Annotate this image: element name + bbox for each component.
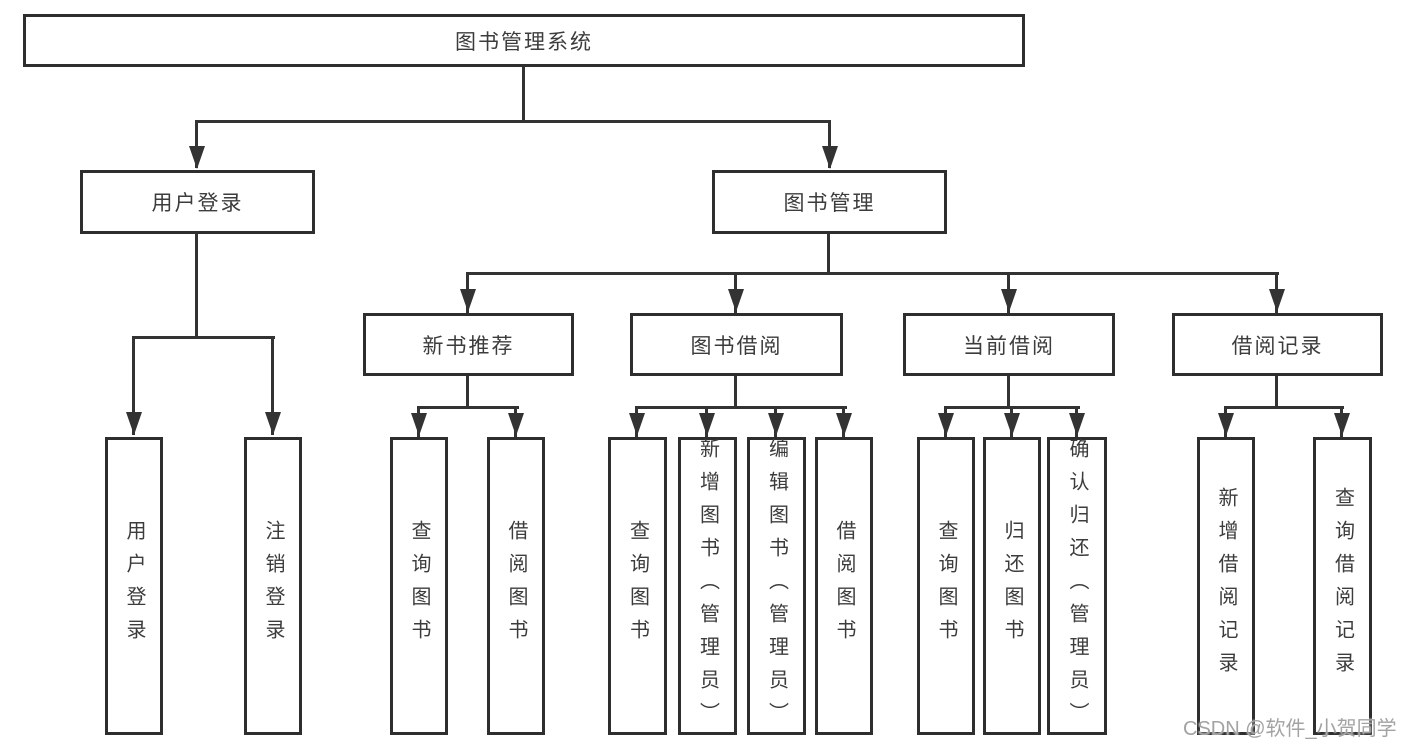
- arrowhead-nb-leaf2: [508, 413, 524, 436]
- leaf-edit-books-admin-label: 编辑图书（管理员）: [765, 437, 788, 735]
- leaf-user-login: 用户登录: [105, 437, 163, 735]
- node-book-borrowing-label: 图书借阅: [690, 334, 783, 358]
- leaf-return-books: 归还图书: [983, 437, 1041, 735]
- node-book-borrowing: 图书借阅: [630, 313, 843, 376]
- connector-root-split: [195, 120, 831, 123]
- leaf-query-books-recommend-label: 查询图书: [408, 520, 430, 652]
- leaf-edit-books-admin: 编辑图书（管理员）: [747, 437, 806, 735]
- node-new-book-recommend: 新书推荐: [363, 313, 574, 376]
- arrowhead-cb-leaf1: [938, 413, 954, 436]
- node-new-book-recommend-label: 新书推荐: [422, 334, 515, 358]
- leaf-add-books-admin: 新增图书（管理员）: [678, 437, 737, 735]
- arrowhead-user-login: [189, 146, 205, 169]
- arrowhead-leaf-logout: [265, 412, 281, 435]
- node-user-login: 用户登录: [80, 170, 315, 234]
- leaf-return-books-label: 归还图书: [1001, 520, 1023, 652]
- connector-new-book-split: [417, 406, 519, 409]
- connector-user-login-stem: [195, 120, 198, 168]
- connector-user-login-trunk: [195, 234, 198, 336]
- connector-leaf-user-login-stem: [132, 336, 135, 435]
- leaf-logout-login-label: 注销登录: [262, 520, 284, 652]
- leaf-add-books-admin-label: 新增图书（管理员）: [696, 437, 719, 735]
- arrowhead-bb-leaf2: [699, 413, 715, 436]
- connector-book-borrowing-split: [635, 406, 847, 409]
- leaf-user-login-label: 用户登录: [123, 520, 145, 652]
- arrowhead-new-book: [460, 289, 476, 312]
- arrowhead-borrow-records: [1269, 289, 1285, 312]
- connector-new-book-trunk: [466, 376, 469, 406]
- arrowhead-leaf-user-login: [126, 412, 142, 435]
- arrowhead-bb-leaf3: [768, 413, 784, 436]
- connector-user-login-split: [132, 336, 275, 339]
- leaf-query-books-borrowing-label: 查询图书: [626, 520, 649, 652]
- connector-root-trunk: [522, 67, 525, 120]
- arrowhead-book-borrowing: [728, 289, 744, 312]
- arrowhead-br-leaf1: [1218, 413, 1234, 436]
- leaf-query-books-current-label: 查询图书: [935, 520, 957, 652]
- node-book-management: 图书管理: [712, 170, 947, 234]
- connector-borrow-records-split: [1224, 406, 1344, 409]
- leaf-borrow-books-borrowing-label: 借阅图书: [833, 520, 855, 652]
- connector-book-management-split: [466, 272, 1279, 275]
- csdn-watermark: CSDN @软件_小贺同学: [1183, 718, 1397, 740]
- node-borrow-records: 借阅记录: [1172, 313, 1383, 376]
- arrowhead-br-leaf2: [1334, 413, 1350, 436]
- arrowhead-cb-leaf2: [1004, 413, 1020, 436]
- leaf-borrow-books-recommend: 借阅图书: [487, 437, 545, 735]
- leaf-borrow-books-recommend-label: 借阅图书: [505, 520, 527, 652]
- connector-borrow-records-trunk: [1275, 376, 1278, 406]
- arrowhead-bb-leaf4: [836, 413, 852, 436]
- leaf-confirm-return-admin-label: 确认归还（管理员）: [1066, 437, 1088, 735]
- connector-book-management-stem: [828, 120, 831, 168]
- connector-current-borrowing-trunk: [1007, 376, 1010, 406]
- node-root: 图书管理系统: [23, 14, 1025, 67]
- node-user-login-label: 用户登录: [151, 192, 244, 215]
- arrowhead-current-borrowing: [1001, 289, 1017, 312]
- node-current-borrowing: 当前借阅: [903, 313, 1115, 376]
- leaf-query-books-current: 查询图书: [917, 437, 975, 735]
- leaf-query-borrow-record-label: 查询借阅记录: [1331, 487, 1354, 685]
- connector-book-borrowing-trunk: [734, 376, 737, 406]
- leaf-query-books-borrowing: 查询图书: [608, 437, 667, 735]
- leaf-query-books-recommend: 查询图书: [390, 437, 448, 735]
- leaf-query-borrow-record: 查询借阅记录: [1313, 437, 1372, 735]
- arrowhead-book-management: [822, 146, 838, 169]
- arrowhead-cb-leaf3: [1069, 413, 1085, 436]
- leaf-add-borrow-record-label: 新增借阅记录: [1215, 487, 1237, 685]
- connector-leaf-logout-stem: [271, 336, 274, 435]
- node-book-management-label: 图书管理: [783, 192, 876, 215]
- node-current-borrowing-label: 当前借阅: [963, 334, 1055, 358]
- leaf-borrow-books-borrowing: 借阅图书: [815, 437, 873, 735]
- connector-book-management-trunk: [827, 234, 830, 273]
- leaf-add-borrow-record: 新增借阅记录: [1197, 437, 1255, 735]
- arrowhead-bb-leaf1: [629, 413, 645, 436]
- arrowhead-nb-leaf1: [411, 413, 427, 436]
- leaf-confirm-return-admin: 确认归还（管理员）: [1047, 437, 1107, 735]
- node-borrow-records-label: 借阅记录: [1231, 334, 1324, 358]
- node-root-label: 图书管理系统: [455, 30, 593, 54]
- leaf-logout-login: 注销登录: [244, 437, 302, 735]
